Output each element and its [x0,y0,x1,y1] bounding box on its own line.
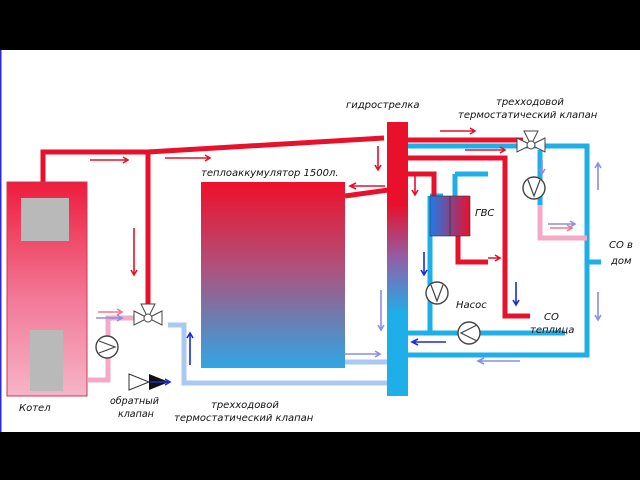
label-greenhouse-line2: теплица [530,325,574,336]
label-hydro-separator: гидрострелка [346,100,420,111]
flow-arrow [488,254,502,262]
flow-arrow [420,252,428,277]
label-tank: теплоаккумулятор 1500л. [201,168,339,179]
flow-arrow [512,282,520,307]
boiler-upper-door [21,198,69,241]
left-edge-line [0,50,2,432]
flow-arrow [377,290,385,332]
heat-accumulator-tank [201,182,345,368]
labels: гидрострелка трехходовой термостатически… [19,97,633,424]
flow-arrows [90,127,602,386]
pipe-boiler-to-separator [147,135,385,155]
pipe-house-pink [537,205,587,241]
flow-arrow [98,308,124,316]
pipe-dhw-hot-out [455,235,488,265]
flow-arrow [348,182,385,190]
label-valve-bottom-line1: трехходовой [211,400,279,411]
hydraulic-separator [387,122,408,396]
flow-arrow [165,154,212,162]
label-dhw: ГВС [475,208,494,219]
pipe-house-return-loop [408,143,590,358]
flow-arrow [374,146,382,172]
flow-arrow [410,338,446,346]
pump-icon [457,321,481,345]
flow-arrow [130,228,138,277]
pipe-hot-to-greenhouse [408,155,530,319]
flow-arrow [465,146,507,154]
flow-arrow [538,160,546,176]
pipe-hot-to-dhw [408,171,437,196]
three-way-valve-icon [133,303,163,326]
boiler-lower-door [30,330,63,391]
pump-icon [522,176,546,200]
pump-icon [425,281,449,305]
label-pump: Насос [456,300,487,311]
label-valve-bottom-line2: термостатический клапан [174,413,314,424]
pipe-boiler-supply [40,149,151,305]
flow-arrow [594,161,602,190]
flow-arrow [440,127,477,135]
label-valve-top-line2: термостатический клапан [458,110,598,121]
flow-arrow [186,331,194,365]
label-boiler: Котел [19,403,51,414]
boiler [6,181,88,397]
three-way-valve-icon [516,130,546,153]
label-house-line2: дом [610,256,632,267]
flow-arrow [548,220,577,228]
pipe-return-lightblue [168,322,390,386]
label-check-valve-line1: обратный [110,396,159,407]
pump-icon [95,335,119,359]
flow-arrow [150,378,172,386]
label-house-line1: СО в [609,240,633,251]
label-greenhouse-line1: СО [544,312,559,323]
flow-arrow [90,156,130,164]
label-check-valve-line2: клапан [118,409,154,420]
flow-arrow [594,292,602,322]
flow-arrow [550,224,574,232]
flow-arrow [476,357,520,365]
label-valve-top-line1: трехходовой [496,97,564,108]
pipe-tank-supply [344,187,389,199]
flow-arrow [411,176,419,197]
flow-arrow [345,350,382,358]
flow-arrow [96,314,124,322]
